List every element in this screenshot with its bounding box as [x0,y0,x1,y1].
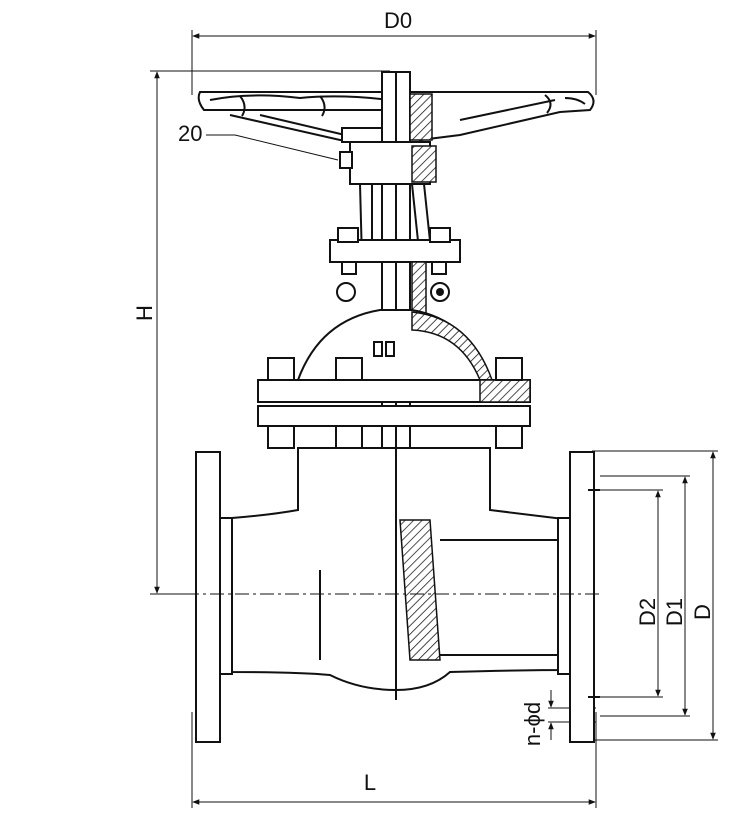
dimension-d1: D1 [600,475,690,717]
part-20-label: 20 [178,121,202,146]
dimension-l: L [191,712,597,808]
d2-label: D2 [635,598,660,626]
gland-assembly [329,227,461,323]
h-label: H [132,305,157,321]
bonnet [296,309,494,381]
d0-label: D0 [384,8,412,33]
part-20-callout: 20 [178,121,339,161]
dimension-bolt-hole: n-ϕd [520,690,596,746]
d-label: D [690,604,715,620]
dimension-d: D [592,450,718,741]
valve-body [231,447,573,692]
l-label: L [364,770,376,795]
d1-label: D1 [662,598,687,626]
left-flange [195,451,233,743]
dimension-d0: D0 [191,8,597,95]
handwheel [197,91,595,143]
dimension-d2: D2 [600,489,663,698]
right-flange [557,451,600,743]
bonnet-flange [257,357,531,449]
bolt-hole-label: n-ϕd [520,702,545,746]
